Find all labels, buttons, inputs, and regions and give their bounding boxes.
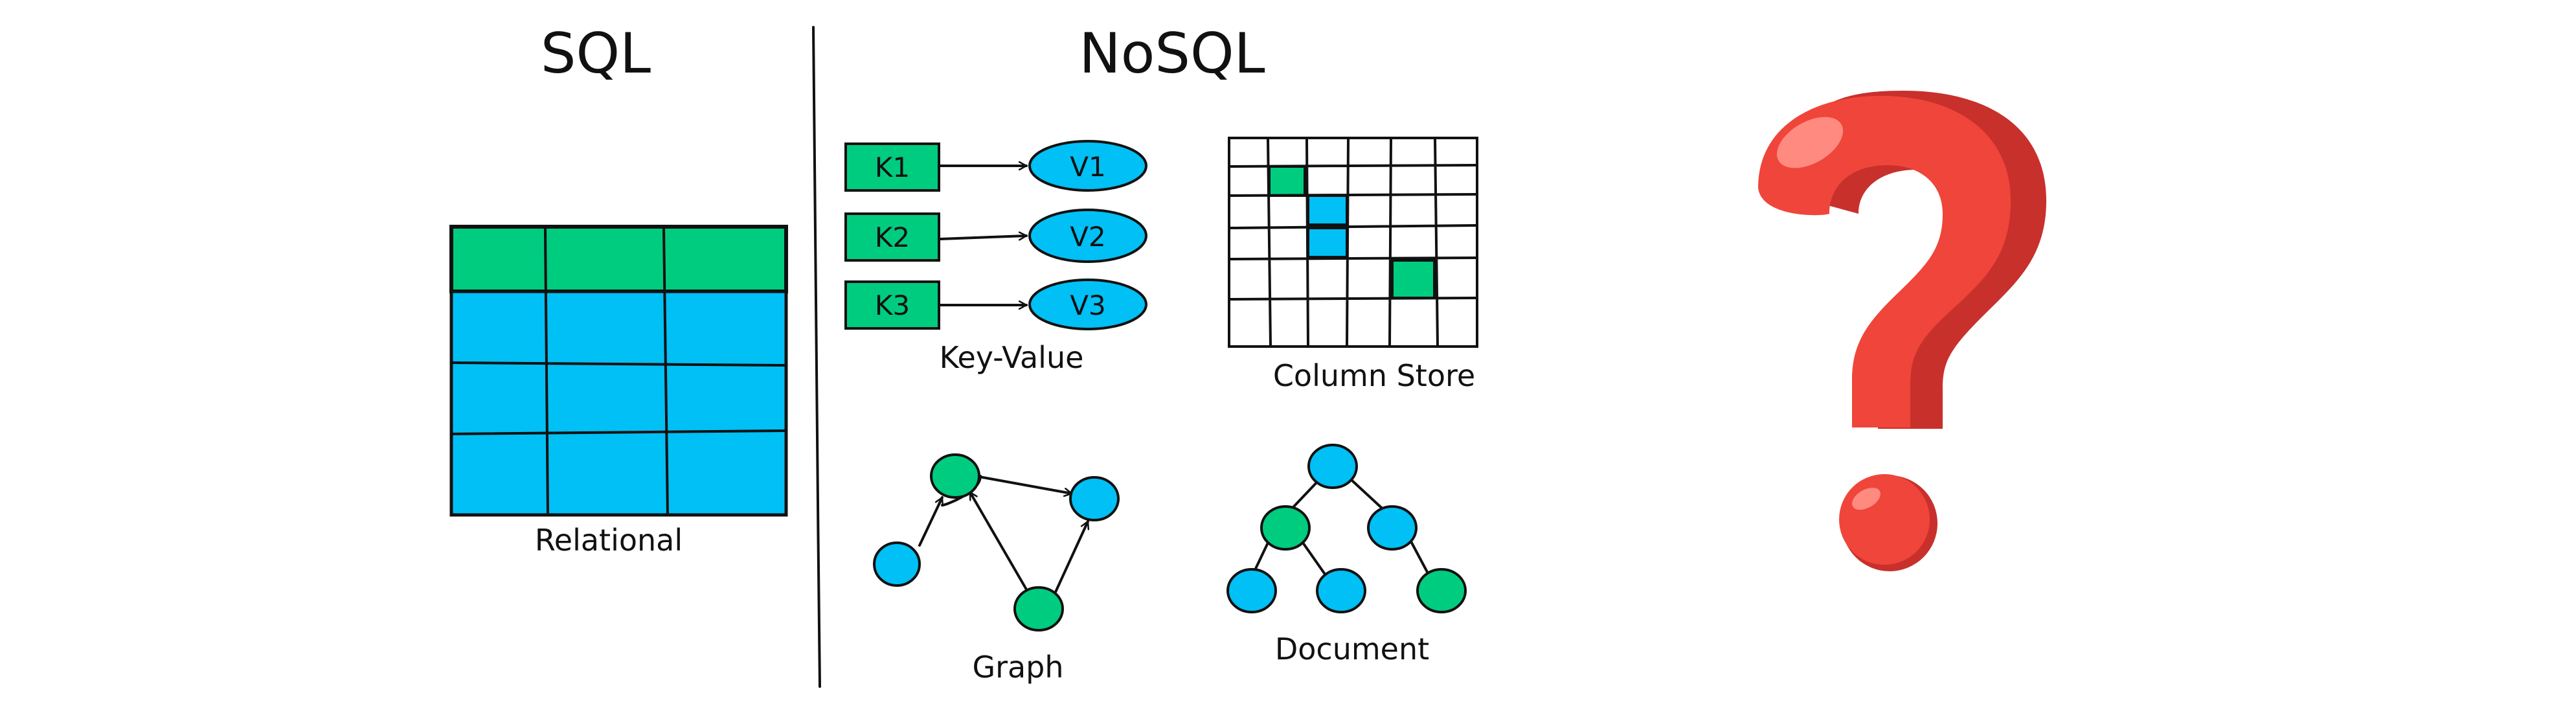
divider-line [812,26,821,688]
column-store-caption: Column Store [1273,358,1475,393]
table-header-row [449,225,788,293]
document-tree [1226,444,1467,613]
key-value-caption: Key-Value [940,340,1084,375]
table-col-line [662,227,669,515]
table-col-line [544,227,549,515]
kv-arrow [939,236,1026,239]
cs-cell-blue [1307,194,1348,226]
graph-diagram [873,453,1120,632]
value-ellipse [1028,140,1147,192]
graph-node-green [930,453,980,499]
question-mark-body [1758,96,2011,427]
graph-edge [1054,521,1088,593]
question-mark-icon [1758,91,2046,571]
graph-node-blue [1069,476,1120,521]
document-caption: Document [1275,632,1429,666]
key-box [844,212,940,262]
cs-cell-green [1391,259,1436,299]
tree-node-green [1416,568,1467,613]
value-ellipse [1028,279,1147,330]
tree-node-blue [1367,505,1418,551]
relational-caption: Relational [535,523,683,558]
graph-edge [969,492,1028,591]
value-label: V3 [1070,290,1105,321]
table-row-line [451,429,786,435]
nosql-heading: NoSQL [1079,21,1265,86]
column-store-grid [1228,137,1478,348]
tree-node-blue [1226,568,1277,613]
value-label: V2 [1070,221,1105,253]
question-mark-dot [1839,474,1930,565]
value-ellipse [1028,209,1147,263]
relational-table [449,225,788,517]
graph-node-blue [873,541,921,587]
value-label: V1 [1070,151,1105,183]
tree-node-green [1260,505,1311,551]
table-row-line [451,361,786,367]
kv-pair: K3 V3 [844,279,1147,330]
kv-pair: K1 V1 [844,140,1147,192]
cs-grid-line [1229,138,1477,347]
kv-pair: K2 V2 [844,209,1147,263]
graph-edge [918,497,943,547]
cs-cell-blue [1307,227,1348,258]
tree-node-blue [1316,568,1366,613]
question-mark-highlight [1776,117,1844,168]
key-box [844,142,940,192]
tree-edge [1254,479,1429,575]
key-value-store: K1 V1 K2 V2 K3 V3 [844,140,1147,330]
key-label: K3 [875,290,910,321]
cs-cell-green [1268,165,1306,197]
tree-node-blue [1307,444,1358,489]
sql-heading: SQL [541,21,651,86]
graph-caption: Graph [972,650,1063,685]
key-label: K2 [875,222,910,253]
cs-grid-border [1228,137,1478,348]
table-body [449,290,788,517]
question-mark-dot-highlight [1852,487,1881,510]
graph-node-green [1013,586,1064,632]
graph-edge [978,475,1072,494]
key-label: K1 [875,152,910,183]
